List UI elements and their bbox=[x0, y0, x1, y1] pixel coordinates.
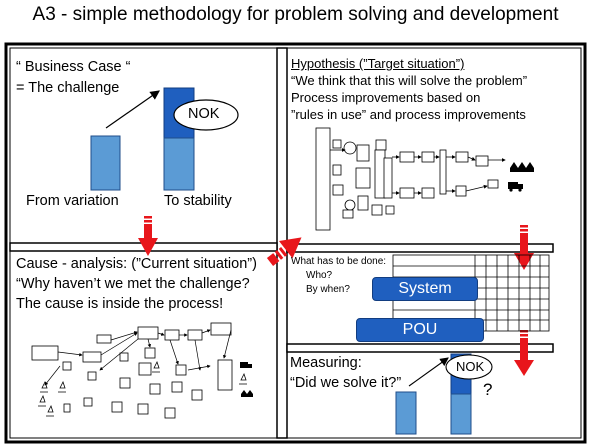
measure-nok-label: NOK bbox=[456, 359, 485, 374]
business-case-heading: “ Business Case “ bbox=[16, 59, 131, 75]
measuring-heading: Measuring: bbox=[290, 355, 362, 371]
red-arrow-diagonal bbox=[266, 237, 302, 266]
target-process-flow bbox=[315, 127, 499, 231]
measure-bar-left bbox=[395, 391, 417, 435]
what-to-do-label: What has to be done: bbox=[291, 256, 387, 267]
to-stability-label: To stability bbox=[164, 193, 232, 209]
right-divider-top bbox=[286, 243, 554, 253]
by-when-label: By when? bbox=[306, 284, 350, 295]
small-ship-icons bbox=[38, 360, 247, 417]
current-factory-icon bbox=[241, 390, 253, 397]
red-arrow-down-right-2 bbox=[514, 330, 534, 376]
who-label: Who? bbox=[306, 270, 333, 281]
factory-icon bbox=[510, 162, 534, 172]
hypothesis-line-2: Process improvements based on bbox=[291, 90, 481, 105]
current-truck-icon bbox=[240, 362, 252, 368]
from-variation-label: From variation bbox=[26, 193, 119, 209]
current-process-sketch bbox=[31, 322, 233, 419]
bar-stability-bottom bbox=[163, 137, 195, 191]
hypothesis-heading: Hypothesis (”Target situation”) bbox=[291, 56, 465, 71]
current-process-arrows bbox=[44, 329, 232, 386]
hypothesis-line-3: ”rules in use” and process improvements bbox=[291, 107, 526, 122]
bar-variation bbox=[90, 135, 121, 191]
measure-bar-right-bottom bbox=[450, 393, 472, 435]
pou-box: POU bbox=[356, 318, 484, 342]
measure-arrow bbox=[408, 357, 449, 387]
growth-arrow bbox=[105, 90, 160, 129]
page-title: A3 - simple methodology for problem solv… bbox=[32, 4, 559, 25]
truck-icon bbox=[508, 182, 523, 192]
cause-line-2: The cause is inside the process! bbox=[16, 296, 224, 312]
cause-analysis-heading: Cause - analysis: (”Current situation”) bbox=[16, 256, 257, 272]
nok-ellipse bbox=[173, 99, 239, 131]
target-flow-arrows bbox=[330, 148, 506, 195]
question-mark: ? bbox=[483, 380, 493, 399]
cause-line-1: “Why haven’t we met the challenge? bbox=[16, 276, 250, 292]
outer-frame bbox=[4, 42, 587, 444]
measuring-line: “Did we solve it?” bbox=[290, 375, 402, 391]
measure-nok-ellipse bbox=[445, 354, 493, 380]
challenge-label: = The challenge bbox=[16, 80, 120, 96]
hypothesis-line-1: “We think that this will solve the probl… bbox=[291, 73, 528, 88]
system-box: System bbox=[372, 277, 478, 301]
red-arrow-down-left bbox=[138, 216, 158, 256]
nok-label: NOK bbox=[188, 106, 220, 122]
right-divider-bottom bbox=[286, 343, 554, 353]
